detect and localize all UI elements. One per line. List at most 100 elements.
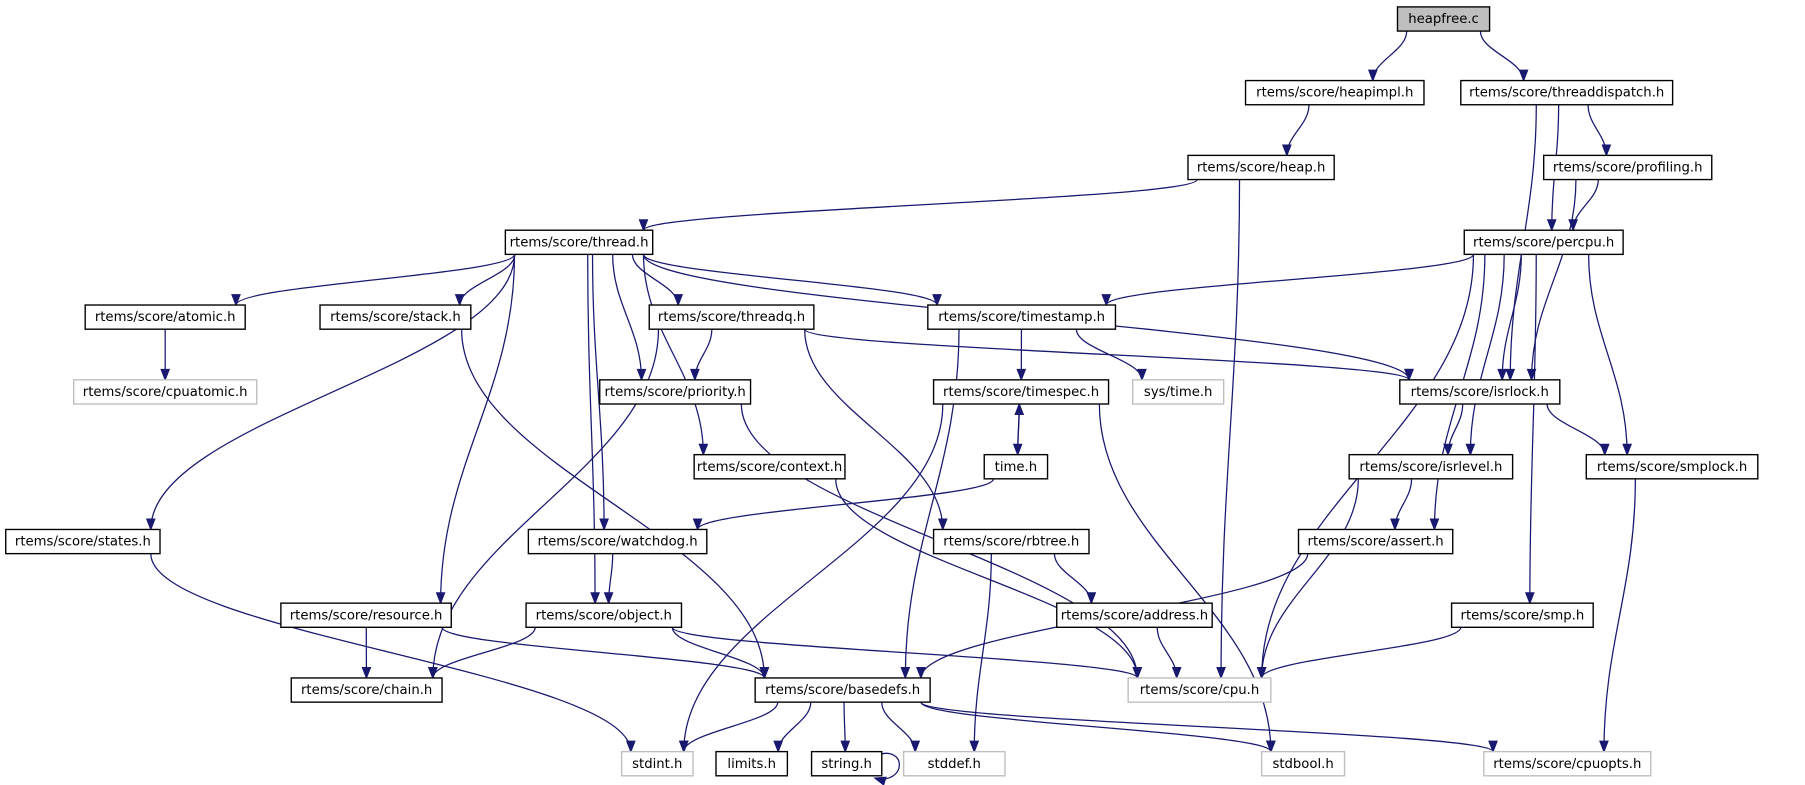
arrowhead-icon xyxy=(1524,592,1535,605)
node-isrlevel[interactable]: rtems/score/isrlevel.h xyxy=(1348,453,1514,480)
node-box[interactable] xyxy=(1399,379,1561,405)
node-box[interactable] xyxy=(1056,602,1213,628)
node-heapimpl[interactable]: rtems/score/heapimpl.h xyxy=(1244,79,1425,106)
node-label: stdbool.h xyxy=(1272,757,1333,772)
node-box[interactable] xyxy=(932,528,1090,555)
node-box[interactable] xyxy=(599,379,752,405)
node-box[interactable] xyxy=(319,304,472,330)
node-box[interactable] xyxy=(1585,453,1759,480)
node-time[interactable]: time.h xyxy=(983,453,1049,480)
edge-thread-to-context xyxy=(642,254,709,457)
node-box[interactable] xyxy=(1396,6,1491,32)
node-resource[interactable]: rtems/score/resource.h xyxy=(280,602,452,628)
edge-line xyxy=(1546,403,1606,455)
arrowhead-icon xyxy=(1132,667,1143,680)
node-context[interactable]: rtems/score/context.h xyxy=(693,453,846,480)
node-heapfree[interactable]: heapfree.c xyxy=(1396,6,1491,32)
node-box[interactable] xyxy=(1348,453,1514,480)
edge-line xyxy=(439,254,516,604)
arrowhead-icon xyxy=(454,294,465,307)
node-box[interactable] xyxy=(504,229,654,256)
node-box[interactable] xyxy=(1463,229,1624,256)
arrowhead-icon xyxy=(145,518,156,532)
node-box[interactable] xyxy=(280,602,452,628)
node-box[interactable] xyxy=(932,379,1110,405)
arrowhead-icon xyxy=(1601,144,1612,157)
node-box[interactable] xyxy=(693,453,846,480)
edge-isrlevel-to-assert xyxy=(1390,478,1413,532)
node-limits[interactable]: limits.h xyxy=(715,750,789,777)
node-box[interactable] xyxy=(1450,602,1594,628)
node-string[interactable]: string.h xyxy=(810,750,883,777)
node-systime: sys/time.h xyxy=(1132,379,1225,405)
arrowhead-icon xyxy=(1086,592,1097,605)
node-label: rtems/score/stack.h xyxy=(330,310,461,325)
node-label: rtems/score/timestamp.h xyxy=(938,310,1105,325)
node-box[interactable] xyxy=(1460,79,1674,106)
node-box[interactable] xyxy=(927,304,1117,330)
node-watchdog[interactable]: rtems/score/watchdog.h xyxy=(527,528,708,555)
edge-line xyxy=(460,329,765,678)
node-rbtree[interactable]: rtems/score/rbtree.h xyxy=(932,528,1090,555)
edge-line xyxy=(1529,254,1537,604)
arrowhead-icon xyxy=(160,368,171,382)
node-states[interactable]: rtems/score/states.h xyxy=(5,528,161,555)
edge-line xyxy=(150,553,632,752)
node-cpuopts: rtems/score/cpuopts.h xyxy=(1483,750,1652,777)
node-box[interactable] xyxy=(290,677,443,703)
node-box[interactable] xyxy=(754,677,931,703)
node-label: rtems/score/isrlock.h xyxy=(1411,385,1549,400)
node-box xyxy=(1260,750,1346,777)
edge-line xyxy=(1261,478,1359,678)
node-label: rtems/score/watchdog.h xyxy=(538,535,698,550)
node-box[interactable] xyxy=(1244,79,1425,106)
node-chain[interactable]: rtems/score/chain.h xyxy=(290,677,443,703)
edge-watchdog-to-object xyxy=(603,553,614,605)
node-percpu[interactable]: rtems/score/percpu.h xyxy=(1463,229,1624,256)
node-heap[interactable]: rtems/score/heap.h xyxy=(1187,154,1335,181)
node-box[interactable] xyxy=(1297,528,1454,555)
arrowhead-icon xyxy=(625,740,636,754)
node-assert[interactable]: rtems/score/assert.h xyxy=(1297,528,1454,555)
node-thread[interactable]: rtems/score/thread.h xyxy=(504,229,654,256)
arrowhead-icon xyxy=(1443,443,1453,457)
node-box[interactable] xyxy=(5,528,161,555)
node-object[interactable]: rtems/score/object.h xyxy=(525,602,683,628)
node-smp[interactable]: rtems/score/smp.h xyxy=(1450,602,1594,628)
node-atomic[interactable]: rtems/score/atomic.h xyxy=(84,304,246,330)
node-stack[interactable]: rtems/score/stack.h xyxy=(319,304,472,330)
node-box xyxy=(72,379,258,405)
node-label: rtems/score/isrlevel.h xyxy=(1359,460,1502,475)
edge-timestamp-to-systime xyxy=(1075,329,1147,382)
node-threadq[interactable]: rtems/score/threadq.h xyxy=(648,304,815,330)
node-box[interactable] xyxy=(1542,154,1713,181)
edge-line xyxy=(1469,254,1505,455)
node-timespec[interactable]: rtems/score/timespec.h xyxy=(932,379,1110,405)
edge-line xyxy=(1075,329,1143,380)
node-box[interactable] xyxy=(1187,154,1335,181)
node-timestamp[interactable]: rtems/score/timestamp.h xyxy=(927,304,1117,330)
edge-line xyxy=(1530,179,1577,380)
node-threaddispatch[interactable]: rtems/score/threaddispatch.h xyxy=(1460,79,1674,106)
edge-atomic-to-cpuatomic xyxy=(160,329,171,382)
edge-rbtree-to-stddef xyxy=(969,553,992,754)
node-isrlock[interactable]: rtems/score/isrlock.h xyxy=(1399,379,1561,405)
node-address[interactable]: rtems/score/address.h xyxy=(1056,602,1213,628)
node-label: stddef.h xyxy=(928,757,981,772)
arrowhead-icon xyxy=(1171,667,1182,680)
node-box[interactable] xyxy=(715,750,789,777)
node-box[interactable] xyxy=(84,304,246,330)
node-priority[interactable]: rtems/score/priority.h xyxy=(599,379,752,405)
node-box[interactable] xyxy=(648,304,815,330)
edge-percpu-to-isrlock xyxy=(1497,254,1522,382)
node-box[interactable] xyxy=(810,750,883,777)
edge-heap-to-thread xyxy=(638,178,1198,232)
node-box[interactable] xyxy=(527,528,708,555)
node-box[interactable] xyxy=(525,602,683,628)
node-basedefs[interactable]: rtems/score/basedefs.h xyxy=(754,677,931,703)
node-box[interactable] xyxy=(983,453,1049,480)
node-smplock[interactable]: rtems/score/smplock.h xyxy=(1585,453,1759,480)
node-profiling[interactable]: rtems/score/profiling.h xyxy=(1542,154,1713,181)
nodes-layer: heapfree.c rtems/score/heapimpl.h rtems/sc… xyxy=(5,6,1759,777)
